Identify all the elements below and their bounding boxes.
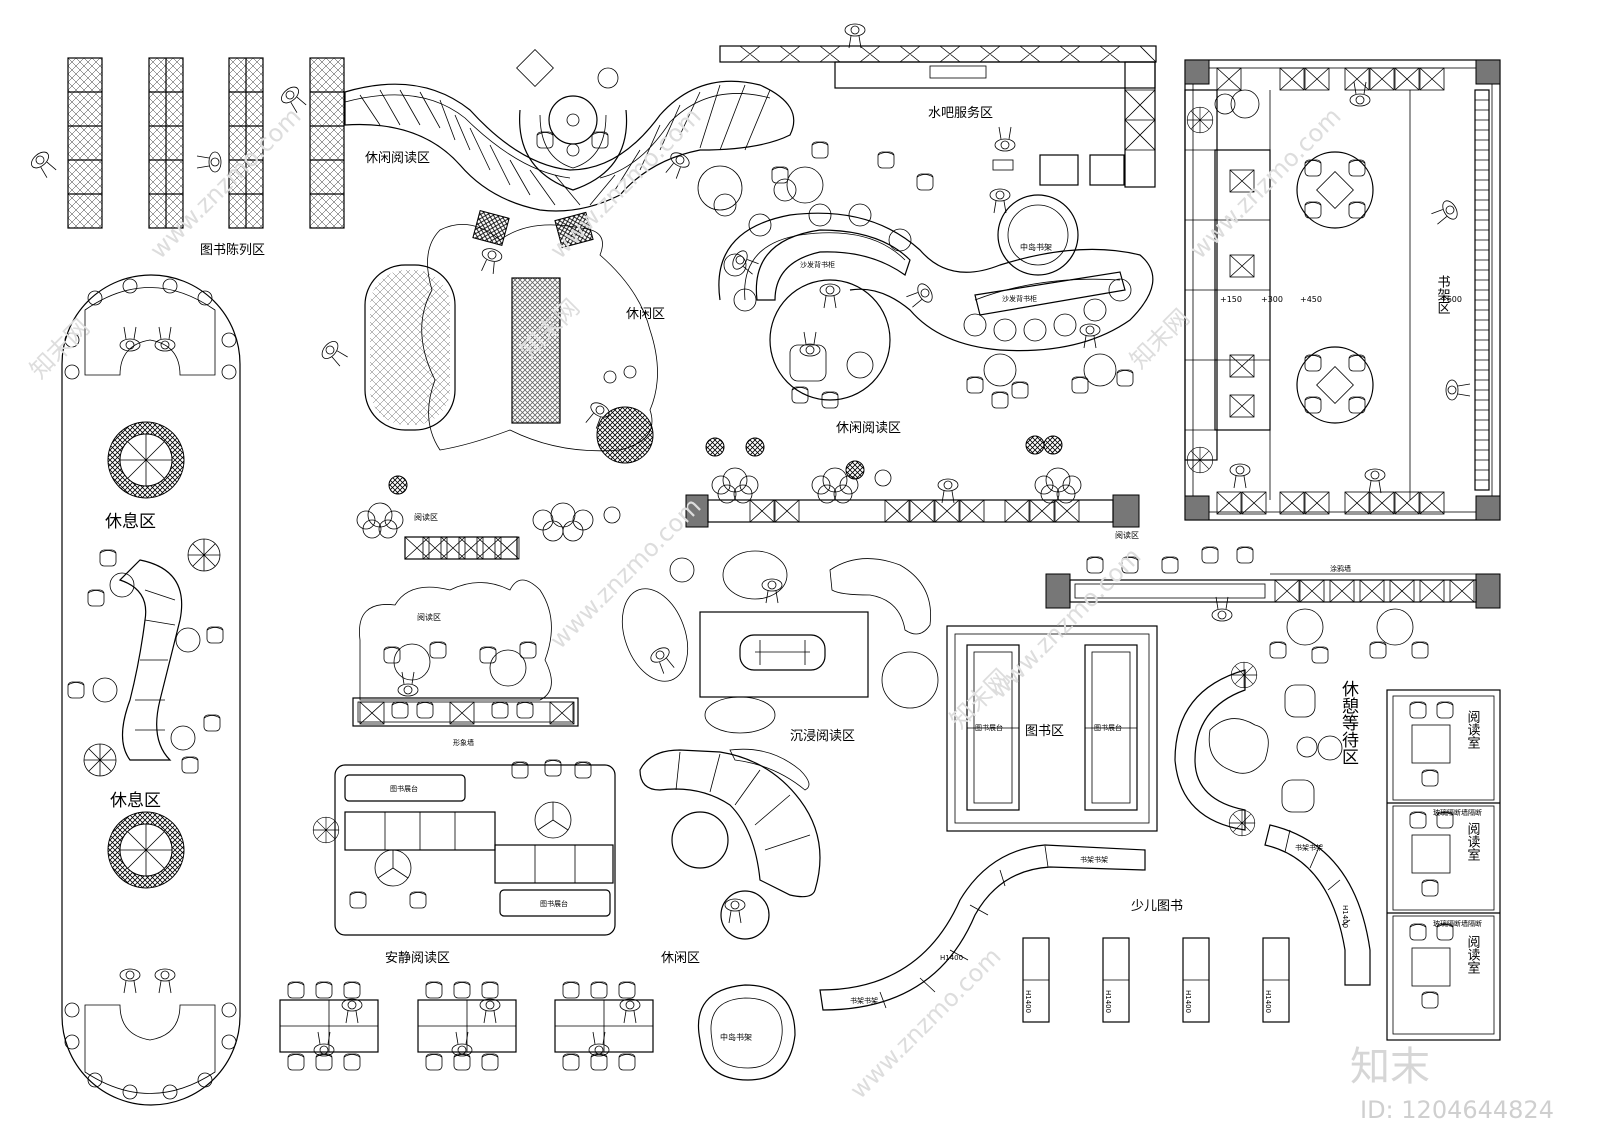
height-mark-1: H1400 xyxy=(1024,990,1032,1013)
label-reading-area-mid: 阅读区 xyxy=(417,612,441,622)
height-mark-3: H1400 xyxy=(1184,990,1192,1013)
label-rest-area-bottom: 休息区 xyxy=(110,791,161,811)
island-shelf-top xyxy=(997,194,1079,276)
label-shelf-tag-3: 书架书架 xyxy=(1295,843,1323,852)
watermark-site-6: www.znzmo.com xyxy=(844,942,1006,1104)
label-leisure-area-bottom: 休闲区 xyxy=(661,951,700,966)
label-leisure-reading-center: 休闲阅读区 xyxy=(836,421,901,436)
label-reading-room-1: 阅读室 xyxy=(1465,710,1481,749)
quiet-reading xyxy=(312,759,616,936)
reading-rooms xyxy=(1386,689,1501,1041)
wave-reading-shelf xyxy=(344,49,795,212)
label-shelf-tag-2: 书架书架 xyxy=(850,996,878,1005)
height-mark-2: H1400 xyxy=(1104,990,1112,1013)
label-reading-room-3: 阅读室 xyxy=(1465,935,1481,974)
label-glass-partition-2: 玻璃隔断墙隔断 xyxy=(1433,919,1482,928)
watermark-site-4: www.znzmo.com xyxy=(1184,102,1346,264)
label-book-display-table-3: 图书展台 xyxy=(390,784,418,793)
label-sofa-shelf-right: 沙发背书柜 xyxy=(1002,294,1037,303)
study-desks xyxy=(279,981,654,1071)
label-island-shelf-bottom: 中岛书架 xyxy=(720,1032,752,1042)
label-quiet-reading: 安静阅读区 xyxy=(385,951,450,966)
immersive-reading xyxy=(621,550,939,734)
watermark-id: ID: 1204644824 xyxy=(1360,1096,1554,1124)
label-leisure-reading-top: 休闲阅读区 xyxy=(365,151,430,166)
book-area xyxy=(946,625,1158,832)
label-book-display-table-1: 图书展台 xyxy=(975,723,1003,732)
label-bar-service: 水吧服务区 xyxy=(928,105,993,121)
bookshelf-room xyxy=(1184,59,1501,521)
label-book-display-table-4: 图书展台 xyxy=(540,899,568,908)
curved-sofa xyxy=(639,748,821,1081)
lounge-waiting xyxy=(1174,608,1429,837)
sofa-curve xyxy=(661,141,1154,409)
reading-row xyxy=(356,435,1140,560)
watermark-site-2: www.znzmo.com xyxy=(544,102,706,264)
label-bookshelf-area: 书架区 xyxy=(1435,275,1451,314)
label-book-display-table-2: 图书展台 xyxy=(1094,723,1122,732)
label-reading-room-2: 阅读室 xyxy=(1465,822,1481,861)
height-mark-5: H1400 xyxy=(940,954,963,962)
bar-counter xyxy=(719,23,1157,214)
label-island-shelf-top: 中岛书架 xyxy=(1020,242,1052,252)
label-image-wall: 形象墙 xyxy=(453,738,474,747)
image-wall-reading xyxy=(352,579,579,727)
label-children-books: 少儿图书 xyxy=(1131,899,1183,914)
book-display-shelves xyxy=(28,57,345,229)
label-sofa-shelf-left: 沙发背书柜 xyxy=(800,260,835,269)
label-leisure-area-center: 休闲区 xyxy=(626,307,665,322)
label-book-area: 图书区 xyxy=(1025,724,1064,739)
dim-450: +450 xyxy=(1300,295,1322,304)
leisure-area-rug xyxy=(318,209,658,464)
dim-150: +150 xyxy=(1220,295,1242,304)
label-reading-area-right: 阅读区 xyxy=(1115,530,1139,540)
rest-area-capsule xyxy=(61,274,241,1106)
watermark-brand-1: 知末网 xyxy=(24,314,95,385)
height-mark-6: H1400 xyxy=(1341,905,1349,928)
watermark-logo: 知末 xyxy=(1350,1044,1430,1090)
children-books xyxy=(819,824,1371,1023)
dim-600: +600 xyxy=(1440,295,1462,304)
label-book-display: 图书陈列区 xyxy=(200,242,265,258)
label-lounge-waiting: 休憩等待区 xyxy=(1338,680,1359,765)
label-immersive-reading: 沉浸阅读区 xyxy=(790,729,855,744)
label-shelf-tag-1: 书架书架 xyxy=(1080,855,1108,864)
label-glass-partition-1: 玻璃隔断墙隔断 xyxy=(1433,808,1482,817)
label-reading-area-left: 阅读区 xyxy=(414,512,438,522)
watermark-site-3: www.znzmo.com xyxy=(544,492,706,654)
height-mark-4: H1400 xyxy=(1264,990,1272,1013)
graffiti-wall xyxy=(1045,546,1501,622)
dim-300: +300 xyxy=(1261,295,1283,304)
label-rest-area-top: 休息区 xyxy=(105,512,156,532)
label-graffiti-wall: 涂鸦墙 xyxy=(1330,564,1351,573)
